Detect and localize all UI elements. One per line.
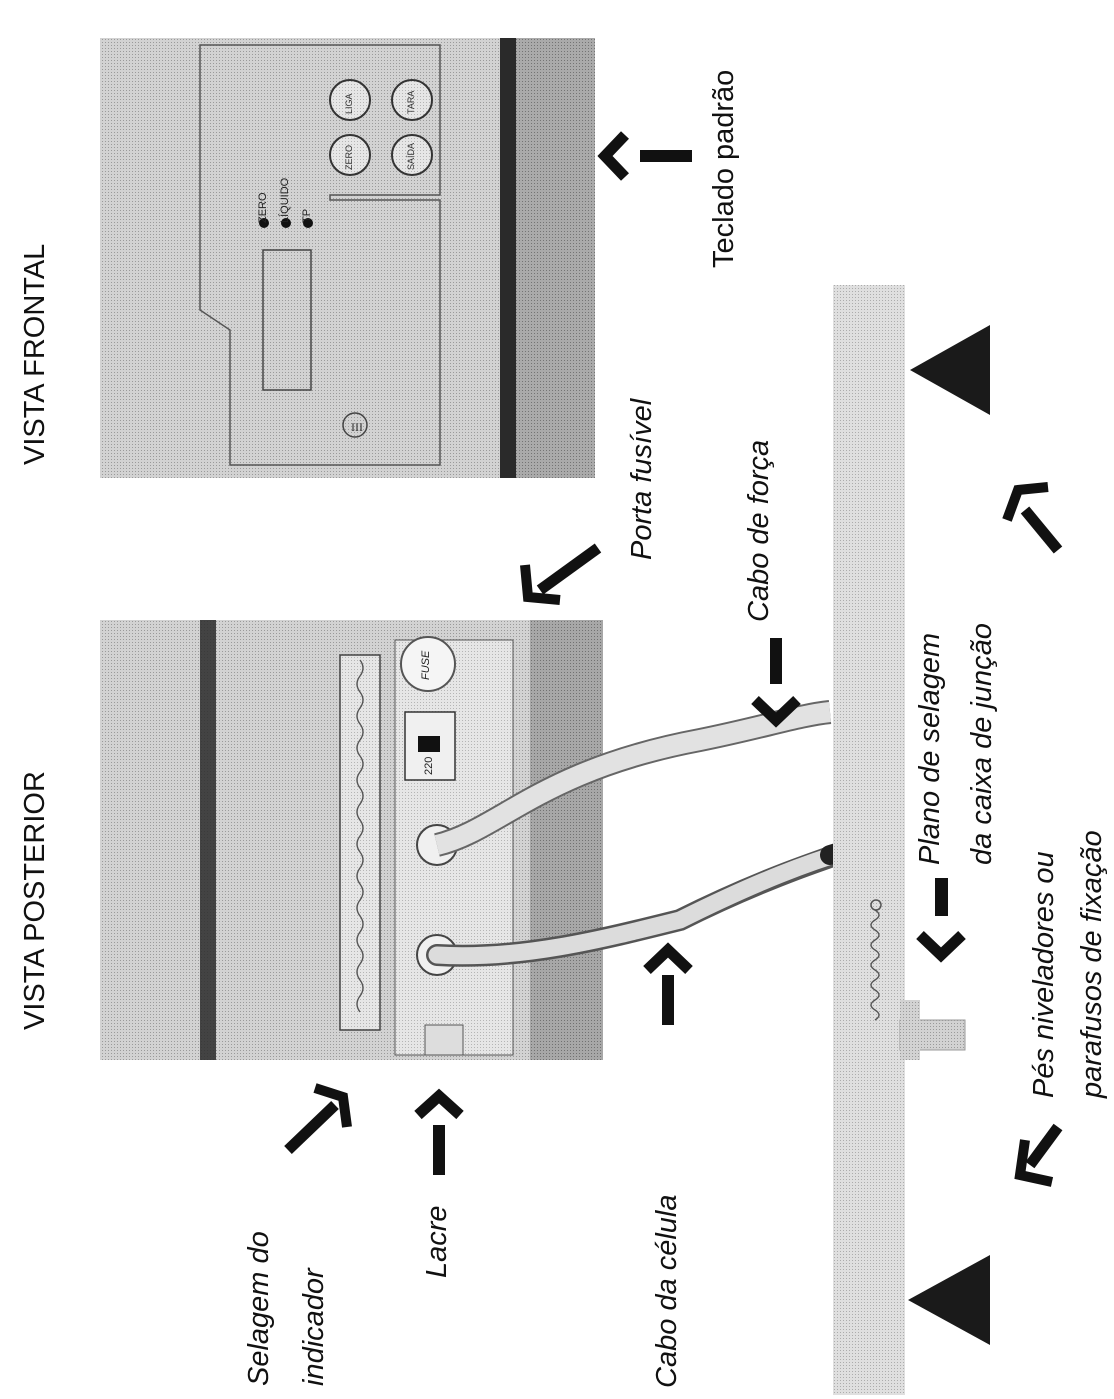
svg-text:III: III [351, 420, 363, 434]
key-tara-label: TARA [406, 90, 416, 114]
rear-view-title: VISTA POSTERIOR [19, 771, 51, 1030]
rear-view-device [100, 620, 603, 1060]
indicator-liquido-label: LÍQUIDO [279, 177, 291, 223]
label-lacre: Lacre [421, 1205, 453, 1278]
key-zero-label: ZERO [344, 144, 354, 170]
label-teclado-padrao: Teclado padrão [708, 69, 740, 268]
arrow-selagem-indicador [284, 1083, 352, 1154]
key-liga-label: LIGA [344, 93, 354, 114]
key-liga [329, 79, 371, 121]
arrow-pes-left [1014, 1123, 1063, 1187]
led-zero [259, 218, 269, 228]
indicator-zero-label: ZERO [257, 192, 269, 223]
arrow-plano-selagem [916, 878, 966, 963]
key-saida [391, 134, 433, 176]
label-cabo-celula: Cabo da célula [651, 1194, 683, 1388]
led-liquido [281, 218, 291, 228]
cables [426, 700, 895, 967]
voltage-label: 220 [423, 756, 435, 775]
key-saida-label: SAÍDA [406, 142, 416, 170]
label-pes-niveladores-2: parafusos de fixação [1076, 830, 1108, 1098]
indicator-tp-label: TP [301, 208, 313, 223]
label-cabo-forca: Cabo de força [743, 439, 775, 622]
inmetro-logo [342, 412, 368, 438]
key-tara [391, 79, 433, 121]
fuse-label: FUSE [420, 650, 432, 680]
front-view-device: III [100, 38, 595, 478]
arrow-lacre [414, 1088, 464, 1175]
arrow-cabo-celula [643, 942, 693, 1025]
arrow-pes-right [1002, 482, 1063, 554]
led-tp [303, 218, 313, 228]
arrow-cabo-forca [751, 638, 801, 728]
label-selagem-indicador-2: indicador [298, 1268, 330, 1386]
label-plano-selagem-2: da caixa de junção [966, 623, 998, 865]
arrow-teclado [597, 131, 692, 181]
arrow-porta-fusivel [520, 543, 602, 605]
platform-plank [833, 285, 966, 1395]
label-plano-selagem-1: Plano de selagem [914, 632, 946, 865]
front-view-title: VISTA FRONTAL [19, 243, 51, 465]
label-pes-niveladores-1: Pés niveladores ou [1028, 851, 1060, 1098]
fuse-holder [400, 636, 456, 692]
lacre-seal [424, 1024, 464, 1056]
key-zero [329, 134, 371, 176]
label-selagem-indicador-1: Selagem do [243, 1231, 275, 1386]
label-porta-fusivel: Porta fusível [626, 398, 658, 560]
foot-right [910, 325, 990, 415]
foot-left [908, 1255, 990, 1345]
